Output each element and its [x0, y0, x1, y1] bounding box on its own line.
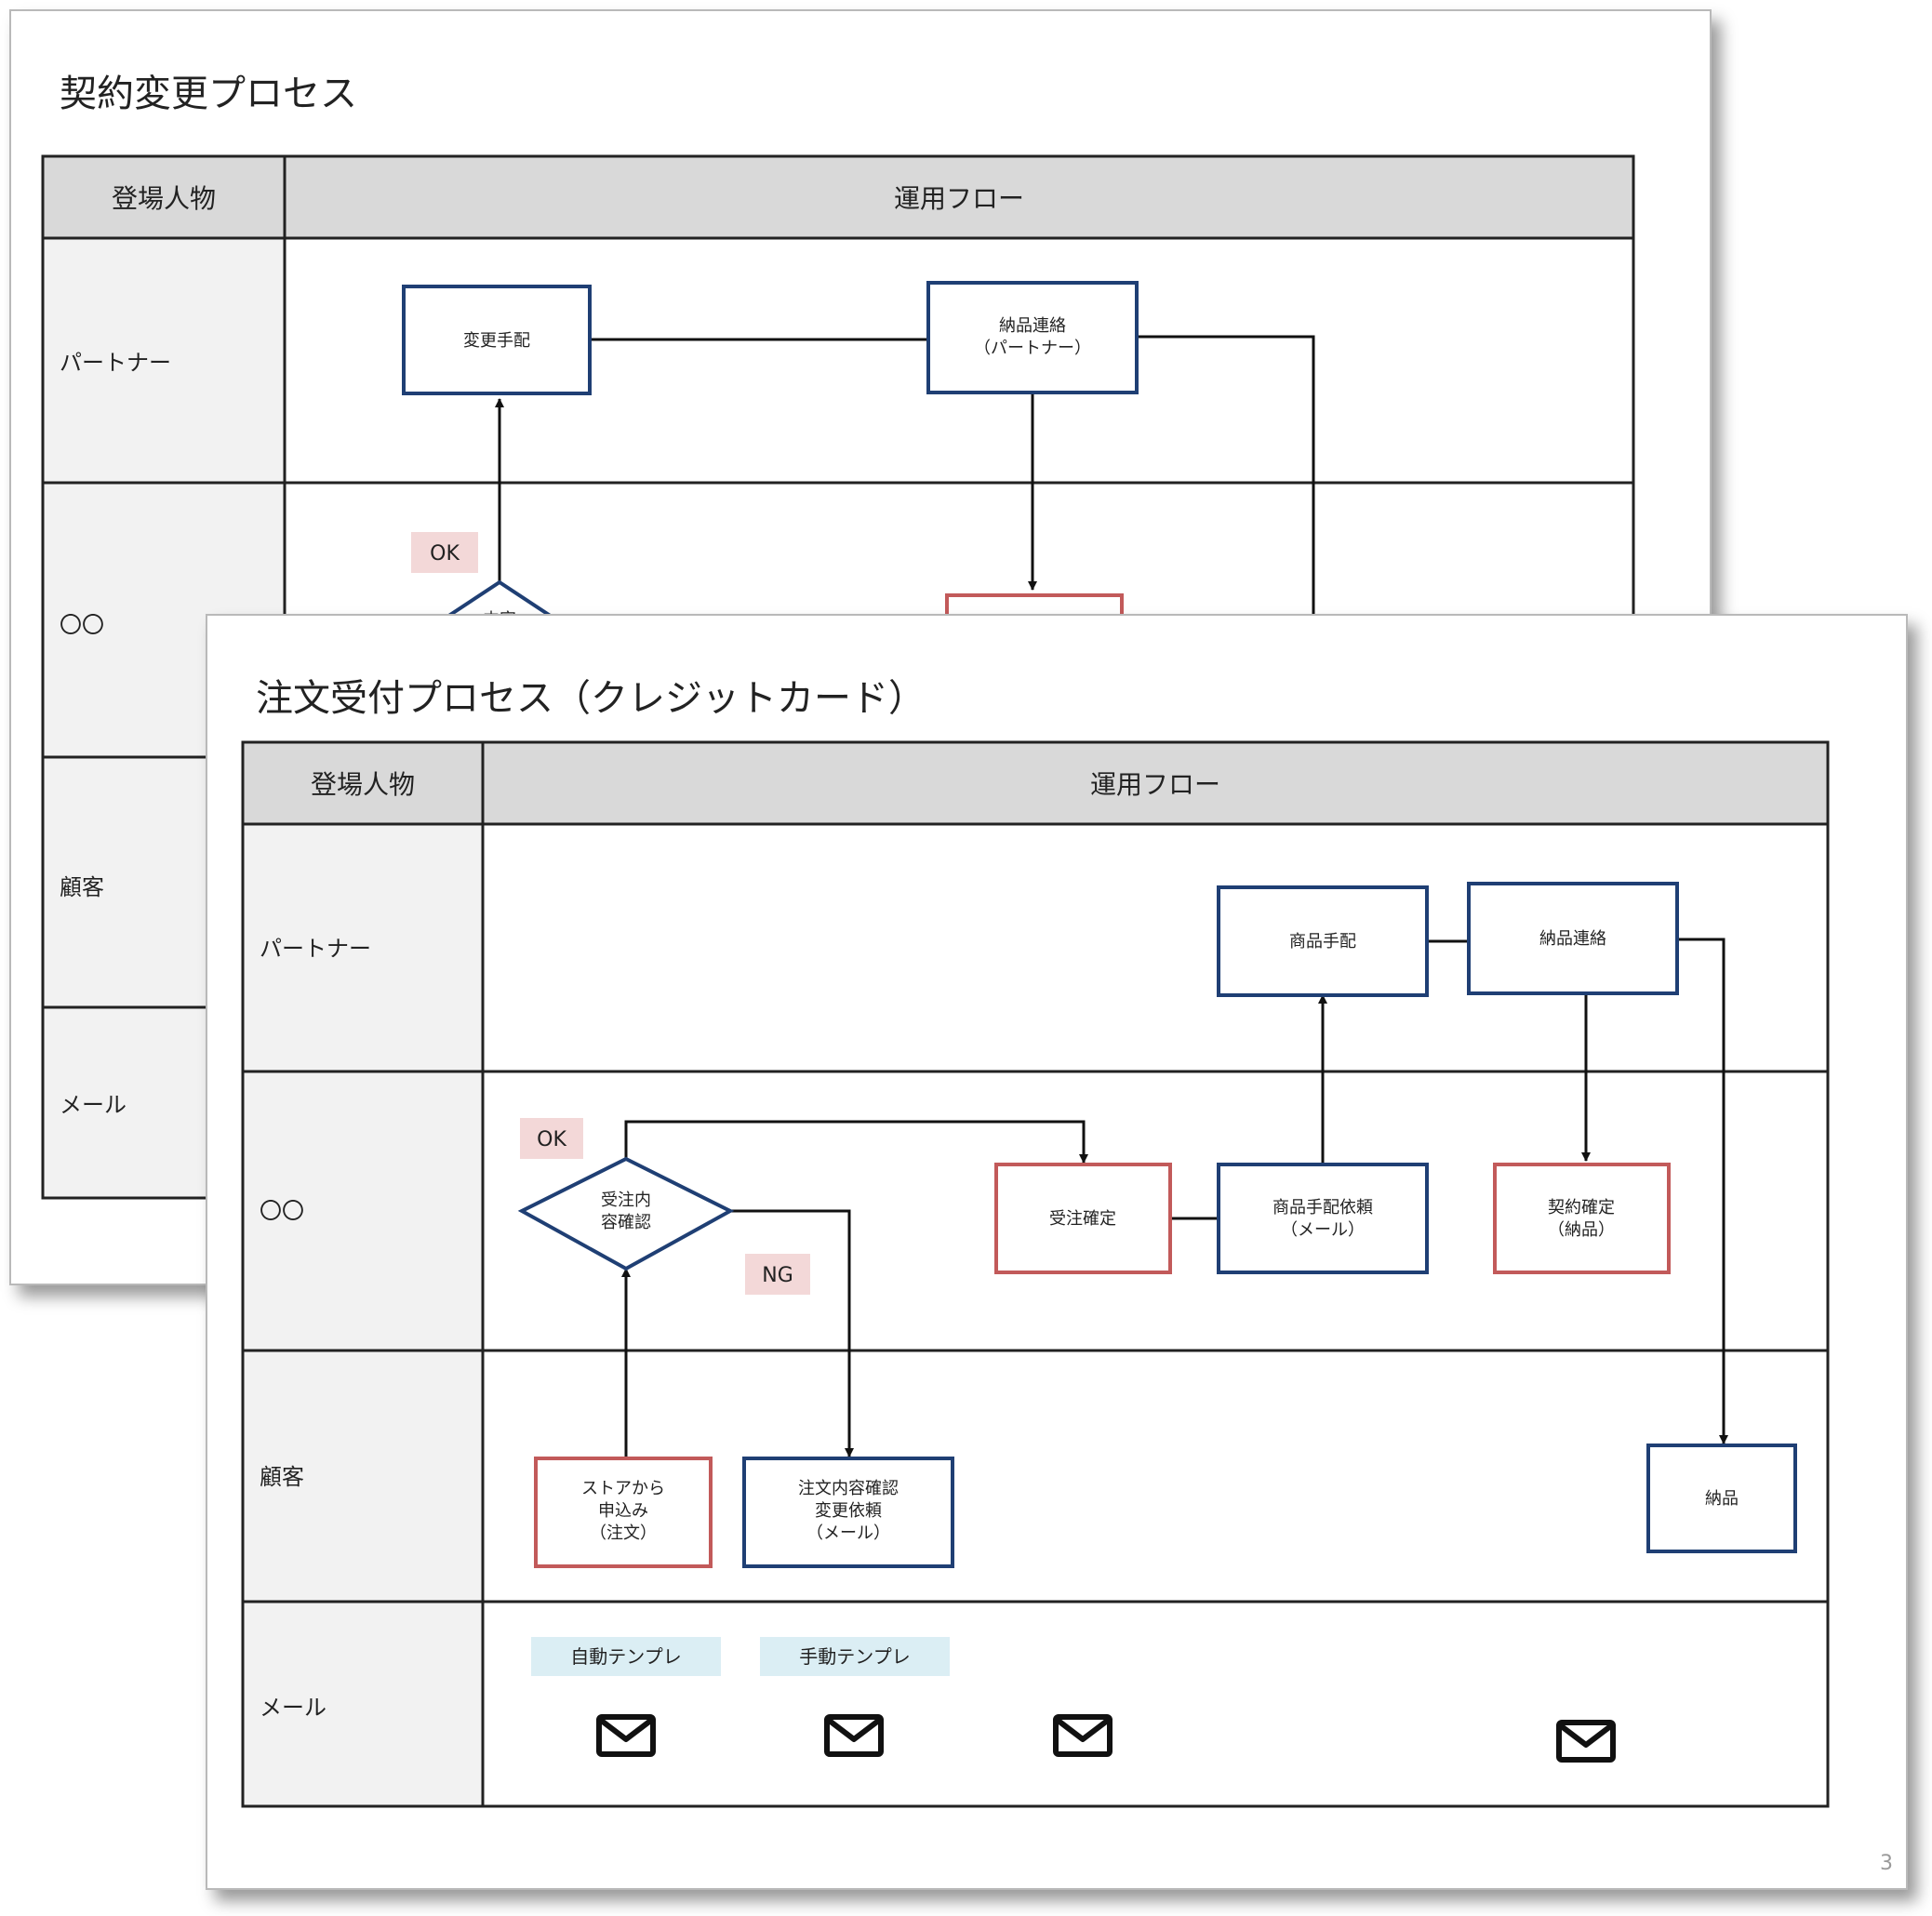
box-label: 商品手配	[1289, 932, 1356, 951]
lane-label-customer: 顧客	[60, 874, 104, 900]
box-delivery-contact	[1467, 882, 1679, 995]
tag-ok-label: OK	[430, 542, 460, 565]
box-label: 納品	[1705, 1489, 1739, 1509]
box-delivery-contact	[926, 281, 1139, 394]
box-label: 変更手配	[463, 331, 530, 351]
lane-label-partner: パートナー	[60, 350, 171, 376]
box-product-arrange-request	[1217, 1163, 1429, 1274]
box-label: （メール）	[806, 1523, 890, 1543]
connector	[1137, 335, 1315, 662]
lane-label-mail: メール	[60, 1092, 127, 1118]
decision-label: 容確認	[601, 1213, 651, 1232]
arrow-ng-to-change	[730, 1209, 854, 1457]
decision-label: 受注内	[601, 1191, 651, 1210]
tag-ng-label: NG	[762, 1264, 793, 1287]
mail-icon	[1556, 1720, 1616, 1763]
box-label: 納品連絡	[1539, 929, 1606, 949]
tag-auto-template	[531, 1637, 721, 1676]
box-label: 契約確定	[1548, 1198, 1615, 1217]
mail-icon	[824, 1714, 884, 1757]
mail-icon	[1053, 1714, 1113, 1757]
actor-column	[243, 824, 483, 1806]
table-header-row	[243, 742, 1828, 824]
box-contract-confirm	[1493, 1163, 1671, 1274]
tag-ok	[520, 1118, 583, 1159]
arrow-ok-to-confirm	[624, 1120, 1088, 1164]
box-delivery	[1646, 1444, 1797, 1553]
header-flow: 運用フロー	[1090, 769, 1220, 800]
tag-ng	[745, 1254, 810, 1295]
box-order-confirm	[994, 1163, 1172, 1274]
slide-title: 注文受付プロセス（クレジットカード）	[256, 677, 926, 720]
box-label: （注文）	[590, 1523, 657, 1543]
box-label: 申込み	[598, 1501, 648, 1521]
box-order-change-request	[742, 1457, 954, 1568]
box-product-arrangement	[1217, 885, 1429, 997]
mail-icon	[596, 1714, 656, 1757]
arrow-contact-to-delivery	[1677, 938, 1728, 1444]
box-label: 変更依頼	[815, 1501, 882, 1521]
swimlane-diagram: 登場人物 運用フロー パートナー 〇〇 顧客 メール OK NG 受注内 容確認…	[241, 740, 1830, 1808]
page-number: 3	[1880, 1852, 1893, 1875]
box-label: （納品）	[1548, 1220, 1615, 1240]
box-label: ストアから	[581, 1479, 665, 1498]
box-label: （メール）	[1281, 1220, 1365, 1240]
box-change-arrangement	[402, 285, 592, 395]
box-store-apply	[534, 1457, 713, 1568]
box-label: 商品手配依頼	[1272, 1198, 1373, 1217]
slide-title: 契約変更プロセス	[60, 73, 357, 115]
tag-auto-template-label: 自動テンプレ	[570, 1645, 681, 1668]
tag-manual-template	[760, 1637, 950, 1676]
header-actor: 登場人物	[112, 183, 216, 214]
box-label: （パートナー）	[974, 339, 1091, 358]
tag-ok	[411, 532, 478, 573]
box-label: 納品連絡	[999, 316, 1066, 336]
slide-order-intake: 注文受付プロセス（クレジットカード） 登場人物 運用フロー パートナー 〇〇 顧…	[206, 614, 1908, 1890]
lane-label-company: 〇〇	[60, 612, 104, 638]
lane-label-customer: 顧客	[260, 1464, 304, 1490]
lane-label-company: 〇〇	[260, 1198, 304, 1224]
tag-ok-label: OK	[537, 1128, 566, 1151]
header-flow: 運用フロー	[894, 183, 1024, 214]
box-label: 注文内容確認	[798, 1479, 899, 1498]
box-label: 受注確定	[1049, 1209, 1116, 1229]
tag-manual-template-label: 手動テンプレ	[799, 1645, 910, 1668]
table-header-row	[43, 156, 1633, 238]
header-actor: 登場人物	[311, 769, 415, 800]
lane-label-partner: パートナー	[260, 936, 371, 962]
lane-label-mail: メール	[260, 1695, 326, 1721]
decision-order-content-check	[517, 1156, 735, 1271]
